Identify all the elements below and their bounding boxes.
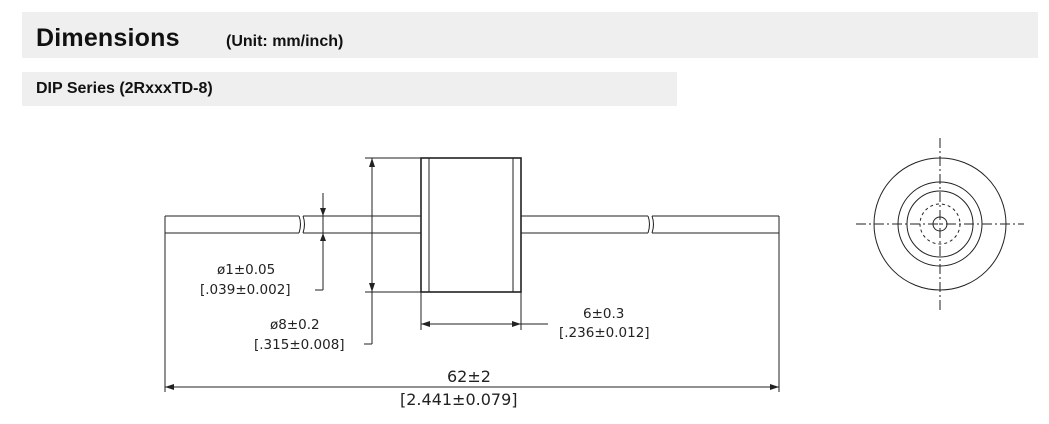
body-diameter-inch-label: [.315±0.008] [254, 337, 345, 353]
end-view [856, 138, 1024, 310]
header-band [22, 12, 1038, 58]
body-diameter-label: ø8±0.2 [270, 317, 320, 333]
page-title: Dimensions [36, 24, 180, 52]
unit-note: (Unit: mm/inch) [226, 33, 344, 50]
body-diameter-dimension [364, 158, 375, 345]
lead-diameter-dimension [315, 193, 330, 291]
left-lead [164, 215, 421, 234]
overall-length-dimension [164, 233, 780, 392]
lead-diameter-inch-label: [.039±0.002] [200, 282, 291, 298]
body-length-inch-label: [.236±0.012] [559, 325, 650, 341]
body-length-label: 6±0.3 [583, 306, 624, 322]
component-body [420, 157, 522, 293]
overall-length-label: 62±2 [447, 367, 491, 386]
lead-diameter-label: ø1±0.05 [217, 262, 275, 278]
body-length-dimension [420, 292, 548, 330]
overall-length-inch-label: [2.441±0.079] [400, 390, 518, 409]
right-lead [521, 215, 780, 234]
section-band [22, 72, 677, 106]
section-subtitle: DIP Series (2RxxxTD-8) [36, 80, 213, 97]
